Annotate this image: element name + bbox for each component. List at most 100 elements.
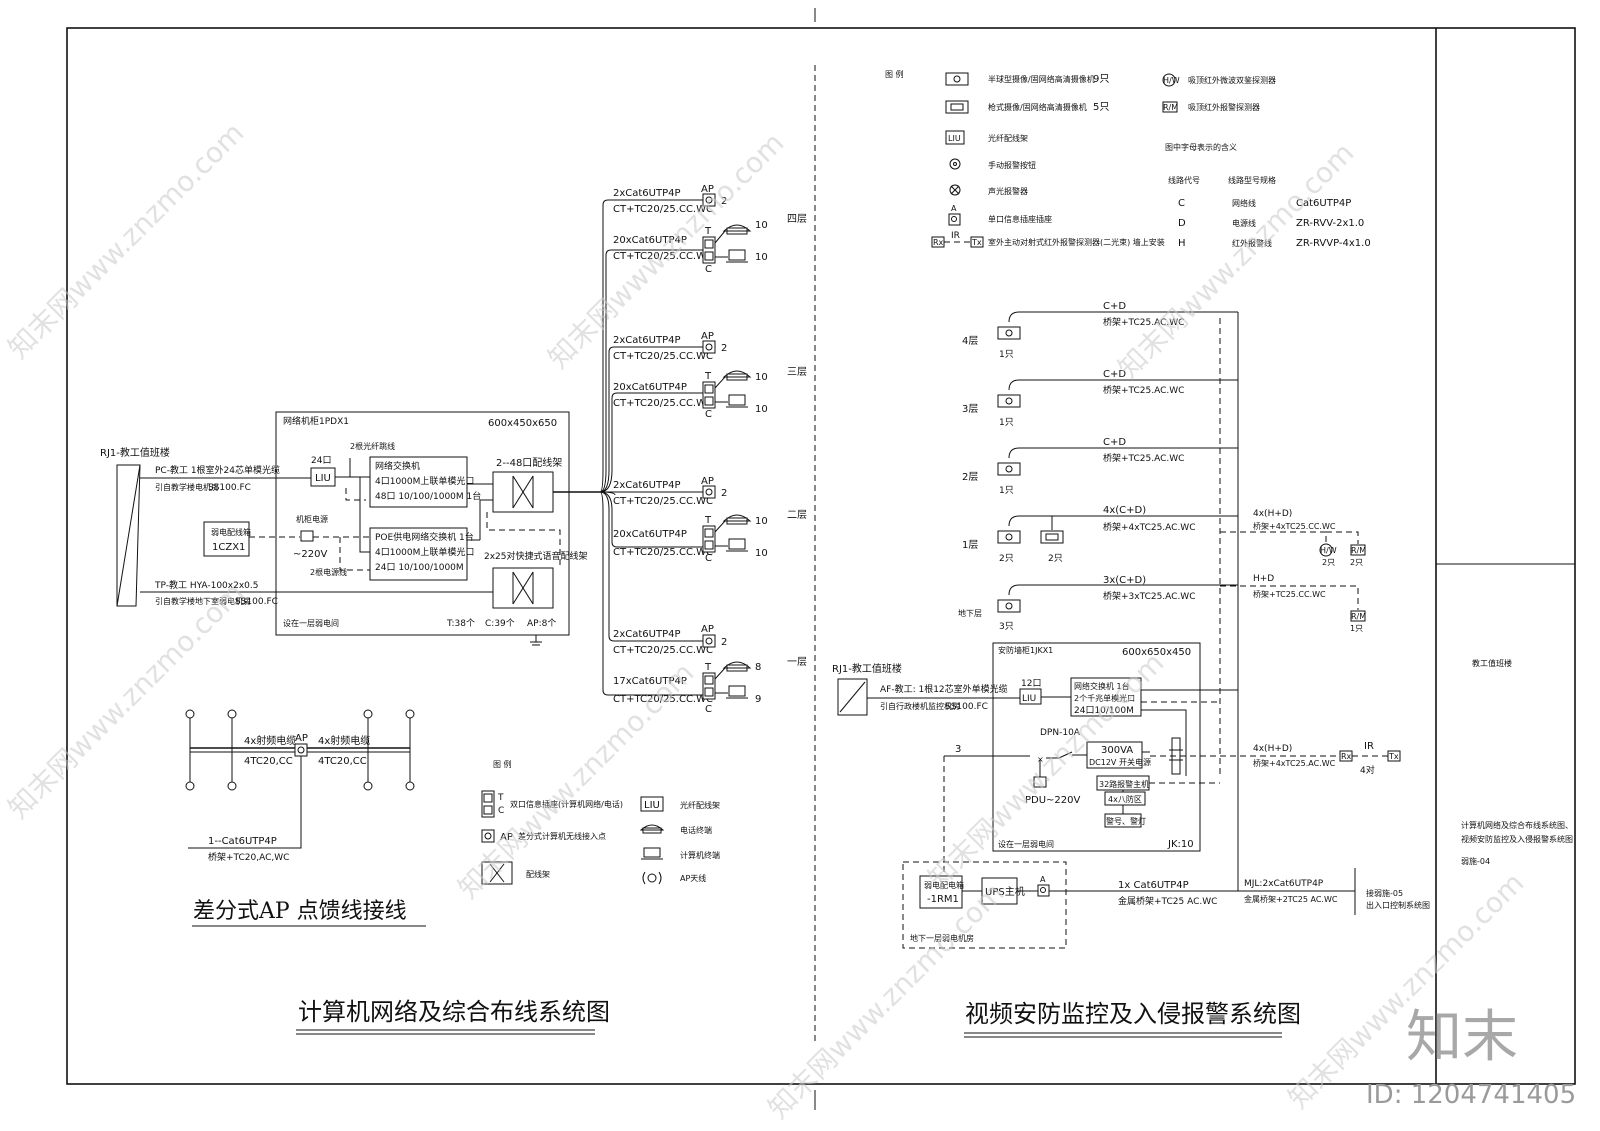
legend-ap-sym: AP: [500, 832, 513, 843]
camera-floor-2: C+D 桥架+TC25.AC.WC 2层 1只: [962, 437, 1238, 496]
hd3-pairs: 4对: [1360, 764, 1375, 776]
floor4-c-mark: C: [705, 264, 712, 275]
ap-left-cable: 4x射频电缆: [244, 734, 296, 747]
floor1-ap-symbol: AP: [701, 624, 714, 635]
cam1-dome-count: 2只: [999, 554, 1014, 564]
alarm-outputs: 警号、警灯: [1106, 816, 1146, 826]
liu24-count: 24口: [311, 456, 331, 466]
network-diagram-title: 计算机网络及综合布线系统图: [298, 998, 610, 1026]
legend-antenna: AP天线: [680, 873, 706, 883]
network-legend-title: 图 例: [493, 759, 512, 769]
cabinet-title: 网络机柜1PDX1: [283, 415, 349, 427]
ups-outlet-label: A: [1040, 875, 1046, 884]
legend-ir-sym: IR: [951, 231, 960, 241]
floor2-tc-conduit: CT+TC20/25.CC.WC: [613, 547, 713, 558]
floor1-ap-conduit: CT+TC20/25.CC.WC: [613, 645, 713, 656]
power-cable-tag: 2根电源线: [310, 567, 347, 577]
ap-right-cable: 4x射频电缆: [318, 734, 370, 747]
pdu-icon: [1033, 776, 1047, 788]
hd1-hw-count: 2只: [1322, 558, 1335, 567]
floor1-pc-count: 9: [755, 694, 761, 705]
ups-box-id: -1RM1: [927, 894, 959, 905]
watermark-text-3: 知末网www.znzmo.com: [1112, 136, 1361, 385]
socket-voltage: ~220V: [293, 549, 327, 560]
ap-label: AP: [295, 733, 308, 744]
drawing-number: 弱施-04: [1461, 856, 1490, 866]
legend-liu-sym: LIU: [948, 134, 961, 143]
code-c-type: 网络线: [1232, 198, 1256, 208]
computer-icon: [643, 847, 661, 858]
hd1-rm-sym: R/M: [1351, 546, 1366, 555]
legend-a-sym: A: [951, 204, 957, 213]
cam3-floor: 3层: [962, 403, 978, 415]
antenna-icon: [185, 709, 415, 791]
power-supply-rating: 300VA: [1101, 745, 1133, 756]
watermark-text-5: 知末网www.znzmo.com: [452, 656, 701, 905]
liu12-label: LIU: [1022, 694, 1036, 704]
watermark-text-6: 知末网www.znzmo.com: [922, 646, 1171, 895]
floor1-phone-count: 8: [755, 662, 761, 673]
floor1-tc-cable: 17xCat6UTP4P: [613, 676, 687, 687]
security-cabinet-title: 安防墙柜1JKX1: [998, 645, 1053, 655]
basement-link-count: 3: [955, 744, 961, 755]
ref-drawing: 接弱施-05: [1366, 888, 1403, 898]
out-cable: 1x Cat6UTP4P: [1118, 880, 1189, 891]
code-table-title: 图中字母表示的含义: [1165, 142, 1237, 152]
breaker-icon: ×: [1037, 755, 1044, 764]
legend-liu-sym: LIU: [644, 800, 660, 811]
rj1-label: RJ1-教工值班楼: [100, 446, 170, 459]
hd1-rm-count: 2只: [1350, 558, 1363, 567]
legend-patch-panel: 配线架: [526, 869, 550, 879]
floor-1-branch: 2xCat6UTP4P CT+TC20/25.CC.WC AP 2 17xCat…: [608, 624, 807, 715]
mjl-cable: MJL:2xCat6UTP4P: [1244, 879, 1324, 889]
pdu-label: PDU~220V: [1025, 795, 1081, 806]
security-diagram: 图 例 半球型摄像/固网络高清摄像机 9只 枪式摄像/固网络高清摄像机 5只 L…: [832, 69, 1430, 1038]
tp-line-connector: SS100.FC: [235, 597, 278, 607]
camb1-floor: 地下层: [958, 608, 982, 618]
cam2-floor: 2层: [962, 471, 978, 483]
fiber-patch-tag: 2根光纤跳线: [350, 441, 395, 451]
floor2-name: 二层: [787, 509, 807, 521]
mjl-conduit: 金属桥架+2TC25 AC.WC: [1244, 894, 1338, 904]
floor2-ap-symbol: AP: [701, 476, 714, 487]
cam4-count: 1只: [999, 350, 1014, 360]
legend-bullet-count: 5只: [1093, 102, 1109, 113]
floor4-name: 四层: [787, 213, 807, 225]
legend-single-outlet: 单口信息插座插座: [988, 214, 1052, 224]
floor-4-branch: 2xCat6UTP4P CT+TC20/25.CC.WC AP 2 20xCat…: [608, 184, 807, 275]
watermark-text-1: 知末网www.znzmo.com: [2, 116, 251, 365]
floor4-t-mark: T: [704, 226, 712, 237]
network-cabling-diagram: RJ1-教工值班楼 PC-教工 1根室外24芯单模光缆 引自教学楼电机房 SS1…: [100, 184, 807, 1035]
security-rj1: RJ1-教工值班楼: [832, 662, 902, 675]
floor1-ap-count: 2: [721, 637, 727, 648]
code-h: H: [1178, 238, 1186, 249]
intrusion-branch-1: 4x(H+D) 桥架+4xTC25.CC.WC H/W R/M 2只 2只: [1220, 509, 1366, 567]
tp-line-label: TP-教工 HYA-100x2x0.5: [154, 579, 258, 591]
cam4-cable: C+D: [1103, 301, 1126, 312]
floor2-ap-cable: 2xCat6UTP4P: [613, 480, 681, 491]
cabinet-location: 设在一层弱电间: [283, 618, 339, 628]
floor4-ap-conduit: CT+TC20/25.CC.WC: [613, 204, 713, 215]
cam1-cable: 4x(C+D): [1103, 505, 1146, 516]
liu12-count: 12口: [1021, 679, 1041, 689]
legend-phone: 电话终端: [680, 825, 712, 835]
watermark-logo: 知末: [1406, 1005, 1518, 1070]
legend-hw-detector: 吸顶红外微波双鉴探测器: [1188, 75, 1276, 85]
hd1-cable: 4x(H+D): [1253, 509, 1292, 519]
drawing-name-2: 视频安防监控及入侵报警系统图: [1461, 834, 1573, 844]
security-diagram-title: 视频安防监控及入侵报警系统图: [965, 1000, 1301, 1028]
legend-dome-camera: 半球型摄像/固网络高清摄像机: [988, 74, 1095, 84]
poe-switch-ports: 24口 10/100/1000M: [375, 563, 464, 573]
camb1-cable: 3x(C+D): [1103, 575, 1146, 586]
floor3-tc-cable: 20xCat6UTP4P: [613, 382, 687, 393]
camera-floor-b1: 3x(C+D) 桥架+3xTC25.AC.WC 地下层 3只: [958, 575, 1238, 632]
security-switch-title: 网络交换机 1台: [1074, 681, 1130, 691]
code-head-code: 线路代号: [1168, 175, 1200, 185]
hd1-hw-sym: H/W: [1320, 546, 1337, 555]
security-switch-ports: 24口10/100M: [1074, 706, 1134, 716]
count-c: C:39个: [485, 618, 515, 629]
cam4-conduit: 桥架+TC25.AC.WC: [1103, 316, 1184, 328]
alarm-host: 32路报警主机: [1099, 779, 1149, 789]
basement-room: 地下一层弱电机房: [910, 933, 974, 943]
camera-floor-3: C+D 桥架+TC25.AC.WC 3层 1只: [962, 369, 1238, 428]
